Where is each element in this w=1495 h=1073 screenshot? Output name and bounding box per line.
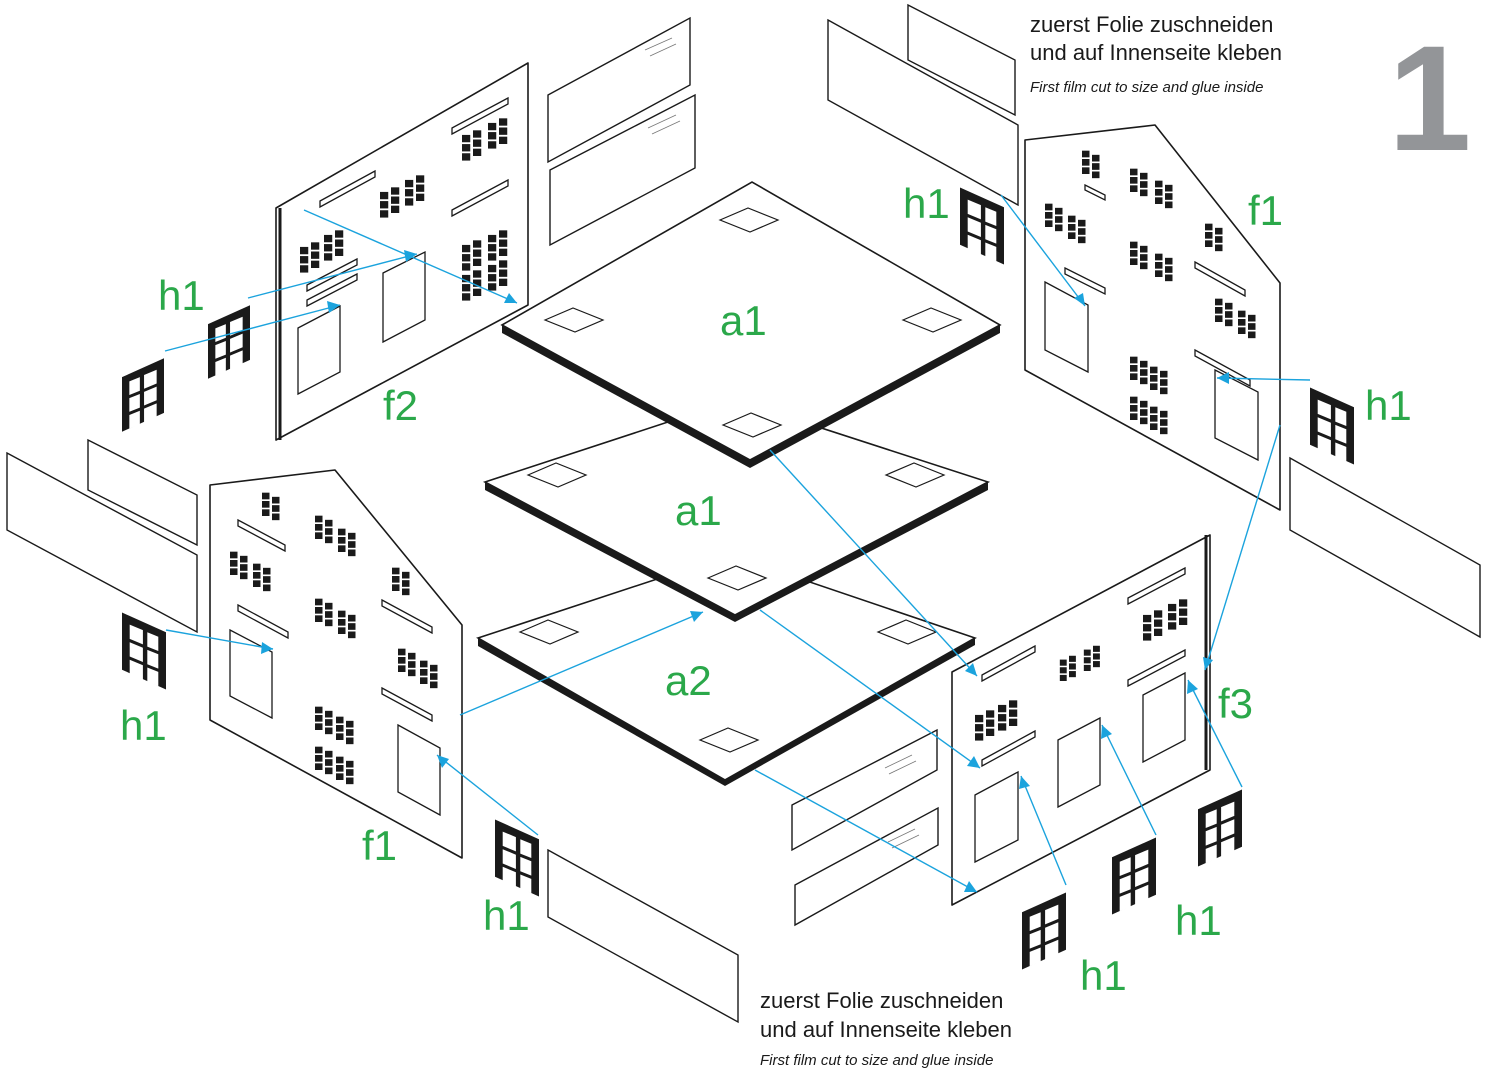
label-h1-bottom-mid: h1 — [1080, 952, 1127, 999]
note-bottom: zuerst Folie zuschneiden und auf Innense… — [760, 988, 1012, 1069]
label-f1-right: f1 — [1248, 187, 1283, 234]
label-h1-right: h1 — [1365, 382, 1412, 429]
wall-f1-left — [209, 469, 463, 859]
film-bottom — [547, 848, 739, 1024]
label-h1-bottom-left: h1 — [483, 892, 530, 939]
note-bottom-line2: und auf Innenseite kleben — [760, 1017, 1012, 1042]
label-f3: f3 — [1218, 680, 1253, 727]
note-top-line2: und auf Innenseite kleben — [1030, 40, 1282, 65]
assembly-arrows — [164, 194, 1311, 893]
note-bottom-english: First film cut to size and glue inside — [760, 1052, 993, 1069]
window-h1-left — [122, 612, 166, 690]
label-h1-topleft: h1 — [158, 272, 205, 319]
part-labels: a1 a1 a2 f1 f1 f2 f3 h1 h1 h1 h1 h1 h1 h… — [120, 180, 1412, 999]
plate-a1-top — [500, 181, 1002, 468]
label-f2: f2 — [383, 382, 418, 429]
wall-f3 — [951, 534, 1211, 906]
film-topright — [827, 3, 1019, 207]
film-glass-bottom — [791, 728, 939, 927]
step-number: 1 — [1388, 14, 1471, 182]
plate-a2 — [476, 554, 977, 786]
note-top: zuerst Folie zuschneiden und auf Innense… — [1030, 12, 1282, 96]
label-a2: a2 — [665, 657, 712, 704]
label-h1-bottom-right: h1 — [1175, 897, 1222, 944]
note-top-line1: zuerst Folie zuschneiden — [1030, 12, 1273, 37]
wall-f2 — [275, 62, 529, 441]
film-left — [6, 438, 198, 634]
window-h1-right — [1310, 387, 1354, 465]
label-a1-top: a1 — [720, 297, 767, 344]
label-f1-left: f1 — [362, 822, 397, 869]
label-h1-left: h1 — [120, 702, 167, 749]
label-h1-topright: h1 — [903, 180, 950, 227]
film-glass-topleft — [547, 16, 696, 247]
plate-a1-middle — [482, 399, 991, 622]
window-h1-bottom-mid-b — [1112, 837, 1156, 915]
window-h1-topleft-a — [208, 305, 250, 379]
wall-f1-right — [1024, 124, 1281, 511]
window-h1-topright — [960, 187, 1004, 265]
window-h1-bottom-mid-a — [1022, 892, 1066, 970]
label-a1-middle: a1 — [675, 487, 722, 534]
window-h1-topleft-b — [122, 358, 164, 432]
note-bottom-line1: zuerst Folie zuschneiden — [760, 988, 1003, 1013]
window-h1-bottom-right — [1198, 789, 1242, 867]
film-right — [1289, 456, 1481, 639]
note-top-english: First film cut to size and glue inside — [1030, 79, 1263, 96]
